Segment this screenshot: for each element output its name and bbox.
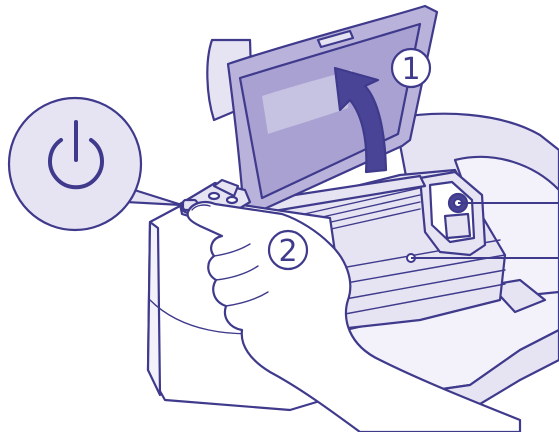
panel-button [227, 197, 237, 203]
panel-button [209, 193, 219, 199]
power-callout [9, 98, 141, 230]
printer-front-side [148, 222, 160, 395]
step-1-number: 1 [401, 52, 420, 87]
step-2-number: 2 [278, 234, 297, 269]
step-2-badge: 2 [269, 231, 307, 269]
step-1-badge: 1 [392, 49, 430, 87]
